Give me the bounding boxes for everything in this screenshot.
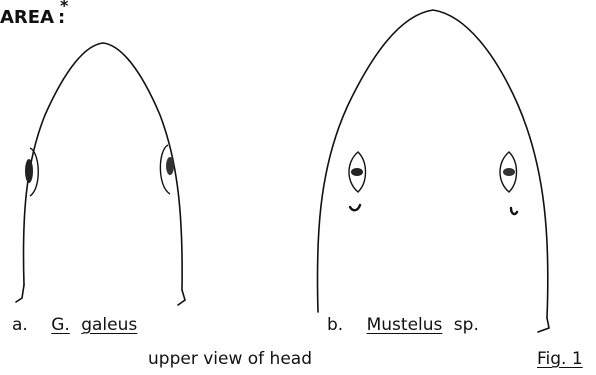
head-outline-galeus <box>16 43 185 305</box>
header-label: AREA: <box>0 9 65 27</box>
header-asterisk: * <box>60 0 68 14</box>
eye-right-mustelus <box>500 152 517 192</box>
panel-b-letter: b. <box>327 315 343 335</box>
panel-a-genus: G. <box>51 315 70 335</box>
figure-caption: upper view of head <box>148 351 312 368</box>
spiracle-left-mustelus <box>350 205 360 210</box>
eye-left-mustelus <box>349 152 366 192</box>
panel-a-letter: a. <box>12 315 28 335</box>
panel-b-caption: b. Mustelus sp. <box>327 317 479 334</box>
panel-a-caption: a. G. galeus <box>12 317 137 334</box>
panel-b-genus: Mustelus <box>367 315 443 335</box>
panel-b-species: sp. <box>454 315 479 335</box>
spiracle-right-mustelus <box>511 208 517 214</box>
figure-number: Fig. 1 <box>537 351 583 368</box>
panel-a-species: galeus <box>81 315 137 335</box>
header-text: AREA <box>0 7 54 28</box>
